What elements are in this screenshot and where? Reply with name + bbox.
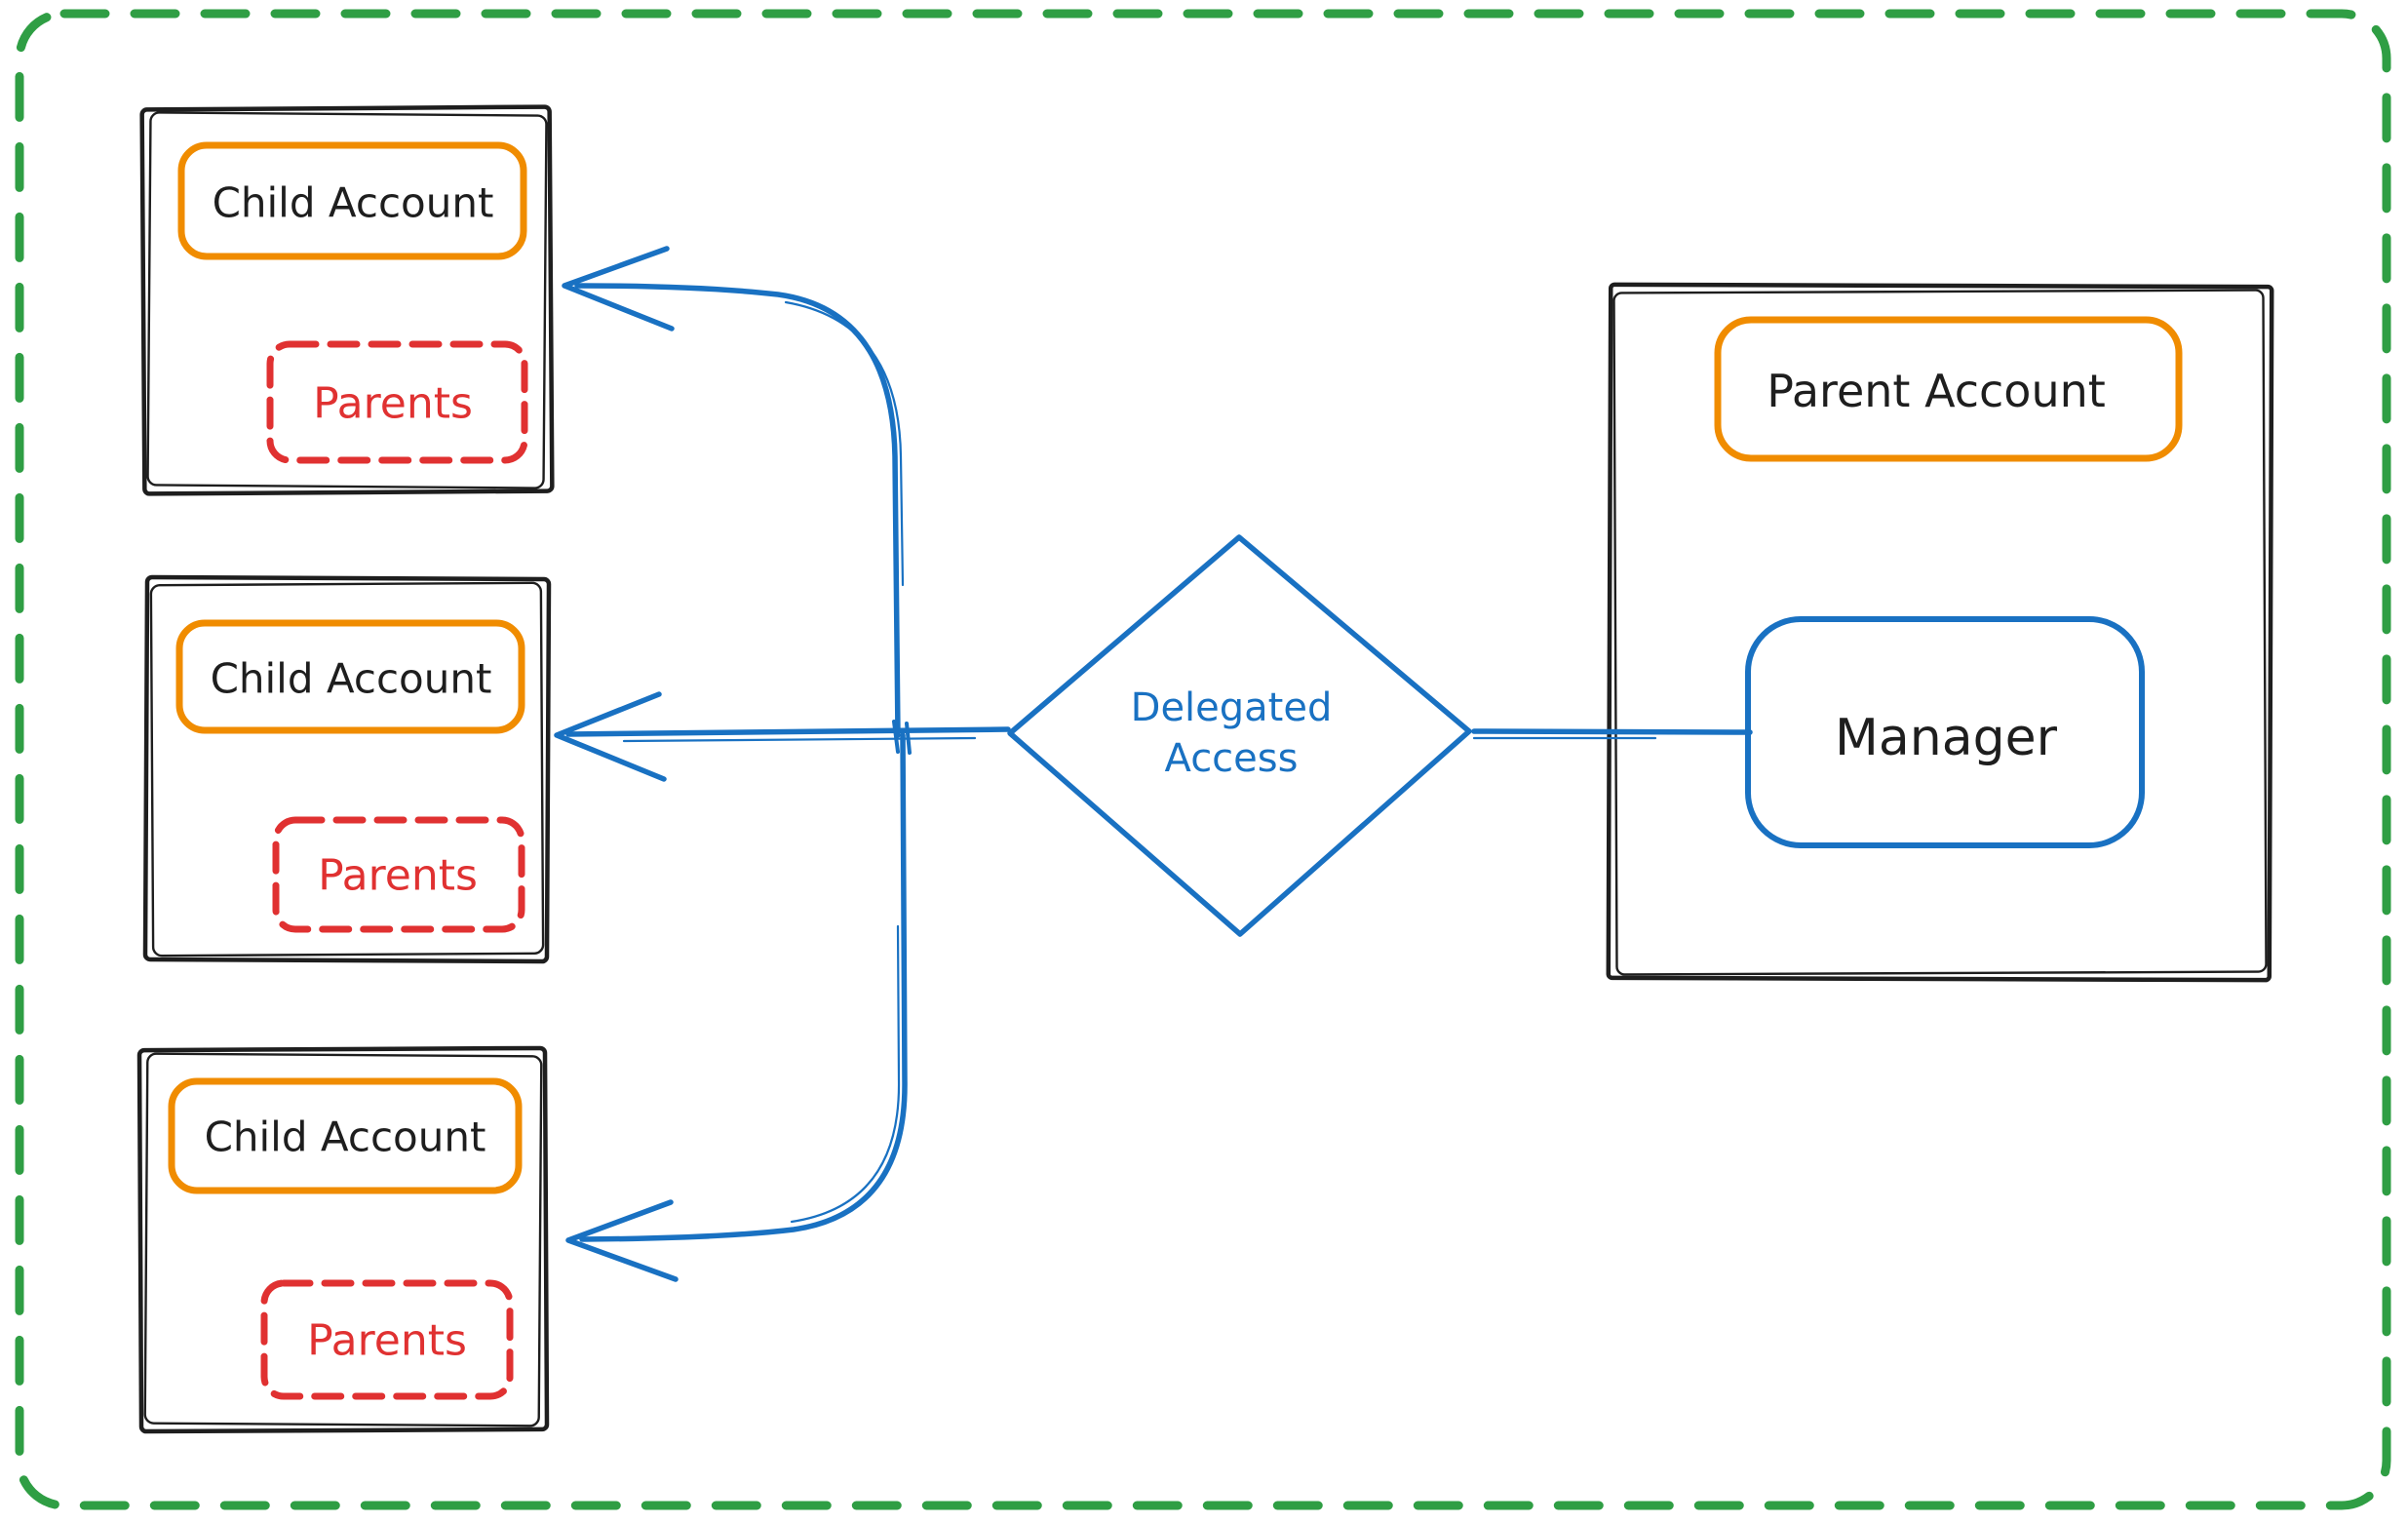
manager-node: Manager — [1745, 616, 2145, 848]
child-title-pill-3: Child Account — [168, 1077, 523, 1194]
child-title-pill-1: Child Account — [177, 141, 527, 260]
boundary-frame — [15, 9, 2391, 1510]
parents-label-2: Parents — [318, 851, 478, 901]
edge-delegated-to-child-1 — [562, 246, 905, 738]
delegated-access-diamond: Delegated Access — [1007, 534, 1472, 937]
parents-label-1: Parents — [313, 379, 473, 429]
decision-label-line2: Access — [1165, 736, 1299, 781]
parents-group-1: Parents — [266, 340, 528, 464]
child-title-3: Child Account — [205, 1114, 486, 1161]
arrow-head — [554, 691, 667, 782]
child-title-1: Child Account — [213, 179, 494, 227]
parent-title-pill: Parent Account — [1714, 316, 2183, 462]
manager-label: Manager — [1835, 709, 2058, 767]
parent-account-box: Parent Account Manager — [1606, 282, 2274, 983]
child-account-box-1: Child Account Parents — [139, 104, 555, 496]
parents-group-3: Parents — [260, 1279, 514, 1400]
edge-delegated-to-child-3 — [565, 732, 908, 1282]
parents-group-2: Parents — [272, 816, 525, 933]
parent-title: Parent Account — [1767, 365, 2106, 417]
child-account-box-2: Child Account Parents — [142, 574, 552, 964]
child-account-box-3: Child Account Parents — [136, 1045, 550, 1434]
arrow-head — [562, 246, 675, 332]
parents-label-3: Parents — [307, 1316, 467, 1366]
decision-label-line1: Delegated — [1131, 685, 1333, 730]
child-title-2: Child Account — [211, 655, 492, 703]
edge-delegated-to-child-2 — [554, 691, 1011, 782]
arrow-head — [565, 1199, 679, 1282]
edge-manager-to-diamond — [1471, 728, 1753, 740]
child-title-pill-2: Child Account — [175, 619, 525, 734]
